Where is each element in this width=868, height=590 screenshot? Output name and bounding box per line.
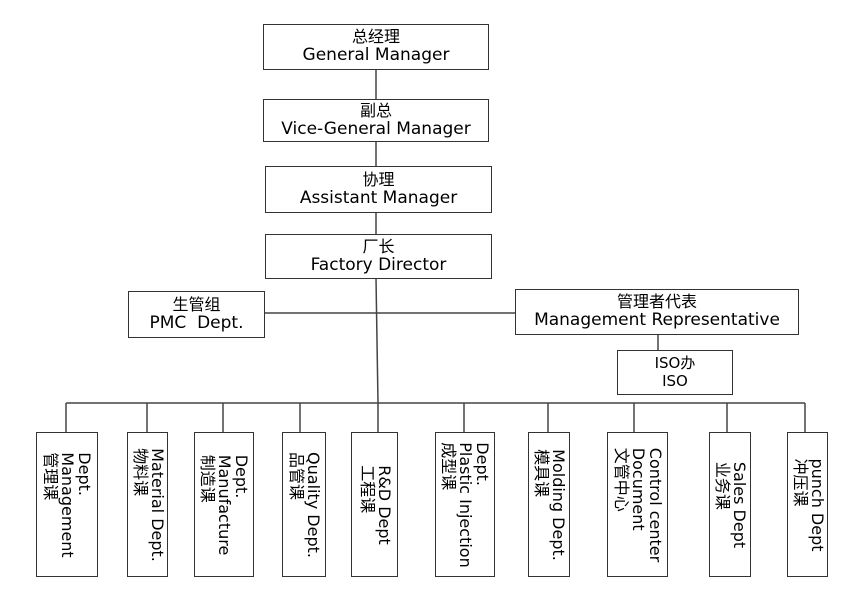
punch-dept-line-2: punch Dept <box>807 457 827 552</box>
quality-dept-line-2: Quality Dept. <box>303 451 323 558</box>
management-representative-zh: 管理者代表 <box>616 292 697 312</box>
factory-director-en: Factory Director <box>310 254 447 275</box>
document-control-center-line-1: 文管中心 <box>612 447 632 512</box>
rd-dept-line-2: R&D Dept <box>374 464 394 545</box>
document-control-center-box: 文管中心 Document Control center <box>607 432 668 577</box>
iso-office-zh: ISO办 <box>654 354 696 373</box>
material-dept-line-1: 物料课 <box>130 447 150 496</box>
manufacture-dept-line-1: 制造课 <box>198 454 218 503</box>
quality-dept-box: 品管课 Quality Dept. <box>282 432 326 577</box>
sales-dept-line-2: Sales Dept <box>729 461 749 548</box>
punch-dept-label: 冲压课 punch Dept <box>790 457 827 552</box>
management-dept-line-1: 管理课 <box>41 451 61 500</box>
sales-dept-line-1: 业务课 <box>713 461 732 510</box>
assistant-manager-box: 协理 Assistant Manager <box>265 166 492 213</box>
management-dept-line-3: Dept. <box>75 451 95 496</box>
plastic-injection-dept-line-2: Plastic Injection <box>456 441 476 568</box>
material-dept-label: 物料课 Material Dept. <box>130 447 167 562</box>
manufacture-dept-label: 制造课 Manufacture Dept. <box>198 454 252 555</box>
vice-general-manager-zh: 副总 <box>359 100 392 120</box>
manufacture-dept-line-2: Manufacture <box>215 454 235 555</box>
rd-dept-line-1: 工程课 <box>357 464 377 513</box>
molding-dept-box: 模具课 Molding Dept. <box>528 432 570 577</box>
material-dept-box: 物料课 Material Dept. <box>127 432 168 577</box>
general-manager-en: General Manager <box>302 45 450 66</box>
material-dept-line-2: Material Dept. <box>147 447 167 562</box>
molding-dept-line-1: 模具课 <box>532 448 551 497</box>
sales-dept-box: 业务课 Sales Dept <box>709 432 751 577</box>
management-dept-box: 管理课 Management Dept. <box>36 432 98 577</box>
molding-dept-line-2: Molding Dept. <box>548 448 568 561</box>
general-manager-zh: 总经理 <box>351 27 400 47</box>
rd-dept-label: 工程课 R&D Dept <box>357 464 394 545</box>
assistant-manager-zh: 协理 <box>362 169 395 189</box>
iso-office-en: ISO <box>662 371 688 390</box>
assistant-manager-en: Assistant Manager <box>299 187 458 208</box>
pmc-dept-en: PMC Dept. <box>149 312 244 333</box>
management-representative-en: Management Representative <box>534 310 780 331</box>
pmc-dept-zh: 生管组 <box>172 294 221 314</box>
plastic-injection-dept-line-1: 成型课 <box>439 441 459 490</box>
general-manager-box: 总经理 General Manager <box>263 24 489 70</box>
factory-director-zh: 厂长 <box>362 236 395 256</box>
document-control-center-line-3: Control center <box>645 447 665 562</box>
punch-dept-line-1: 冲压课 <box>790 457 810 506</box>
sales-dept-label: 业务课 Sales Dept <box>713 461 749 548</box>
iso-office-box: ISO办 ISO <box>617 350 733 395</box>
quality-dept-label: 品管课 Quality Dept. <box>287 451 323 558</box>
plastic-injection-dept-line-3: Dept. <box>473 441 493 486</box>
management-representative-box: 管理者代表 Management Representative <box>515 289 799 335</box>
vice-general-manager-box: 副总 Vice-General Manager <box>263 99 489 142</box>
management-dept-line-2: Management <box>58 451 78 558</box>
pmc-dept-box: 生管组 PMC Dept. <box>128 291 265 338</box>
factory-director-box: 厂长 Factory Director <box>265 234 492 279</box>
manufacture-dept-box: 制造课 Manufacture Dept. <box>194 432 254 577</box>
vice-general-manager-en: Vice-General Manager <box>281 118 471 139</box>
document-control-center-label: 文管中心 Document Control center <box>612 447 665 562</box>
document-control-center-line-2: Document <box>628 447 648 531</box>
punch-dept-box: 冲压课 punch Dept <box>787 432 828 577</box>
rd-dept-box: 工程课 R&D Dept <box>351 432 398 577</box>
management-dept-label: 管理课 Management Dept. <box>41 451 95 558</box>
molding-dept-label: 模具课 Molding Dept. <box>532 448 568 561</box>
manufacture-dept-line-3: Dept. <box>232 454 252 498</box>
plastic-injection-dept-box: 成型课 Plastic Injection Dept. <box>435 432 495 577</box>
plastic-injection-dept-label: 成型课 Plastic Injection Dept. <box>439 441 493 568</box>
quality-dept-line-1: 品管课 <box>287 451 306 500</box>
